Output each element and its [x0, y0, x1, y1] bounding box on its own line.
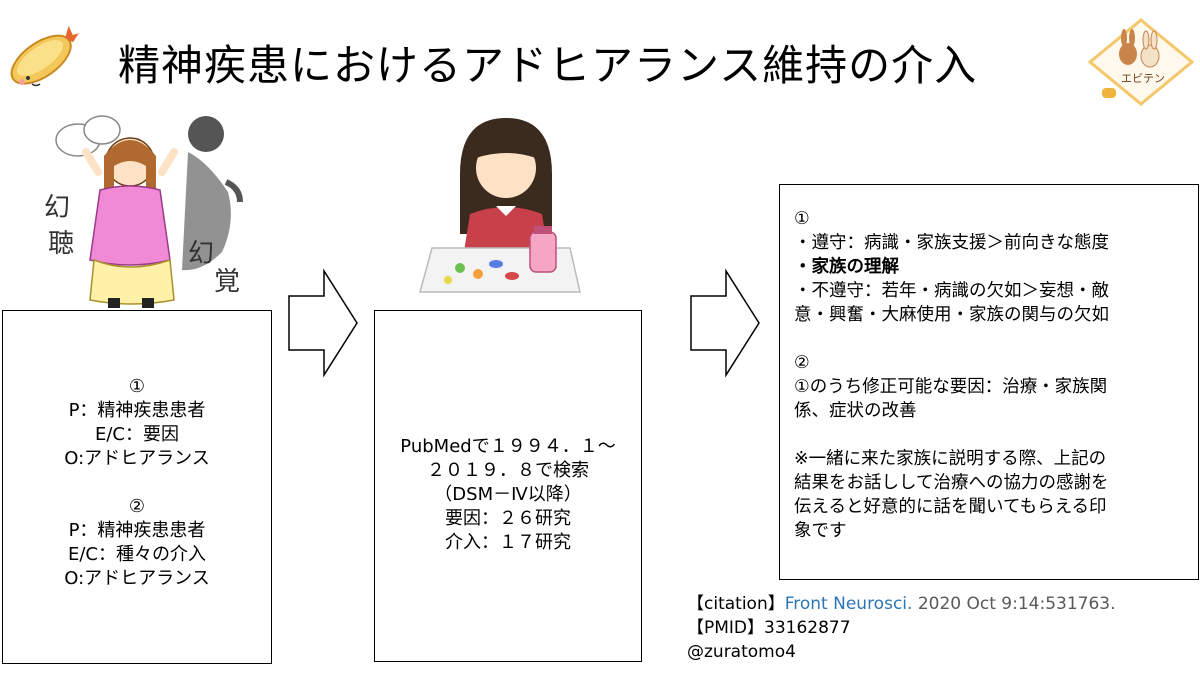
- result-1-line-bold: ・家族の理解: [794, 257, 899, 277]
- pmid-value: 33162877: [764, 618, 851, 638]
- search-method-box: PubMedで１９９４．１～ ２０１９．８で検索 （DSM－Ⅳ以降） 要因：２６…: [374, 310, 642, 662]
- pmid-line: 【PMID】33162877: [687, 616, 1116, 640]
- citation-block: 【citation】Front Neurosci. 2020 Oct 9:14:…: [687, 592, 1116, 664]
- search-line: ２０１９．８で検索: [427, 460, 589, 481]
- pmid-label: 【PMID】: [687, 618, 765, 638]
- results-text: ① ・遵守：病識・家族支援＞前向きな態度 ・家族の理解 ・不遵守：若年・病識の欠…: [794, 207, 1194, 543]
- search-line: 要因：２６研究: [445, 508, 571, 529]
- note-line: 結果をお話しして治療への協力の感謝を: [794, 473, 1109, 493]
- arrow-right-icon-1: [288, 268, 358, 378]
- citation-label: 【citation】: [687, 594, 785, 614]
- result-2-line: 係、症状の改善: [794, 401, 917, 421]
- pico-line: ②: [128, 496, 146, 517]
- author-handle: @zuratomo4: [687, 642, 796, 662]
- evidence-logo: エビテン: [1087, 18, 1195, 106]
- result-1-line: ・不遵守：若年・病識の欠如＞妄想・敵: [794, 281, 1109, 301]
- medication-illustration: [419, 118, 581, 293]
- search-method-text: PubMedで１９９４．１～ ２０１９．８で検索 （DSM－Ⅳ以降） 要因：２６…: [375, 435, 641, 555]
- note-line: 伝えると好意的に話を聞いてもらえる印: [794, 497, 1107, 517]
- logo-diamond-icon: [1087, 18, 1195, 106]
- illustration-char-4: 覚: [214, 267, 240, 297]
- illustration-char-2: 聴: [48, 229, 74, 259]
- citation-line: 【citation】Front Neurosci. 2020 Oct 9:14:…: [687, 592, 1116, 616]
- result-2-heading: ②: [794, 353, 810, 373]
- result-1-line: 意・興奮・大麻使用・家族の関与の欠如: [794, 305, 1109, 325]
- pico-line: O:アドヒアランス: [64, 568, 210, 589]
- pico-box: ① P：精神疾患患者 E/C：要因 O:アドヒアランス ② P：精神疾患患者 E…: [2, 310, 272, 664]
- citation-details: 2020 Oct 9:14:531763.: [912, 594, 1116, 614]
- pico-line: P：精神疾患患者: [68, 400, 206, 421]
- search-line: （DSM－Ⅳ以降）: [434, 484, 582, 505]
- result-2-line: ①のうち修正可能な要因：治療・家族関: [794, 377, 1108, 397]
- illustration-char-3: 幻: [188, 239, 214, 269]
- pico-text: ① P：精神疾患患者 E/C：要因 O:アドヒアランス ② P：精神疾患患者 E…: [3, 375, 271, 591]
- search-line: 介入：１７研究: [445, 532, 571, 553]
- journal-link[interactable]: Front Neurosci.: [784, 594, 913, 614]
- hallucination-illustration: 幻 聴 幻 覚: [44, 115, 243, 308]
- result-1-heading: ①: [794, 209, 810, 229]
- illustration-char-1: 幻: [44, 193, 70, 223]
- result-1-line: ・遵守：病識・家族支援＞前向きな態度: [794, 233, 1109, 253]
- pico-line: E/C：種々の介入: [67, 544, 206, 565]
- page-title: 精神疾患におけるアドヒアランス維持の介入: [118, 41, 978, 90]
- pico-line: [3, 471, 271, 495]
- arrow-right-icon-2: [690, 268, 760, 378]
- pico-line: O:アドヒアランス: [64, 448, 210, 469]
- search-line: PubMedで１９９４．１～: [400, 436, 616, 457]
- pico-line: P：精神疾患患者: [68, 520, 206, 541]
- logo-text: エビテン: [1121, 72, 1165, 85]
- note-line: 象です: [794, 521, 847, 541]
- pico-line: ①: [128, 376, 146, 397]
- pico-line: E/C：要因: [94, 424, 179, 445]
- note-line: ※一緒に来た家族に説明する際、上記の: [794, 449, 1107, 469]
- results-box: ① ・遵守：病識・家族支援＞前向きな態度 ・家族の理解 ・不遵守：若年・病識の欠…: [779, 184, 1199, 580]
- tempura-mascot-icon: [10, 25, 79, 87]
